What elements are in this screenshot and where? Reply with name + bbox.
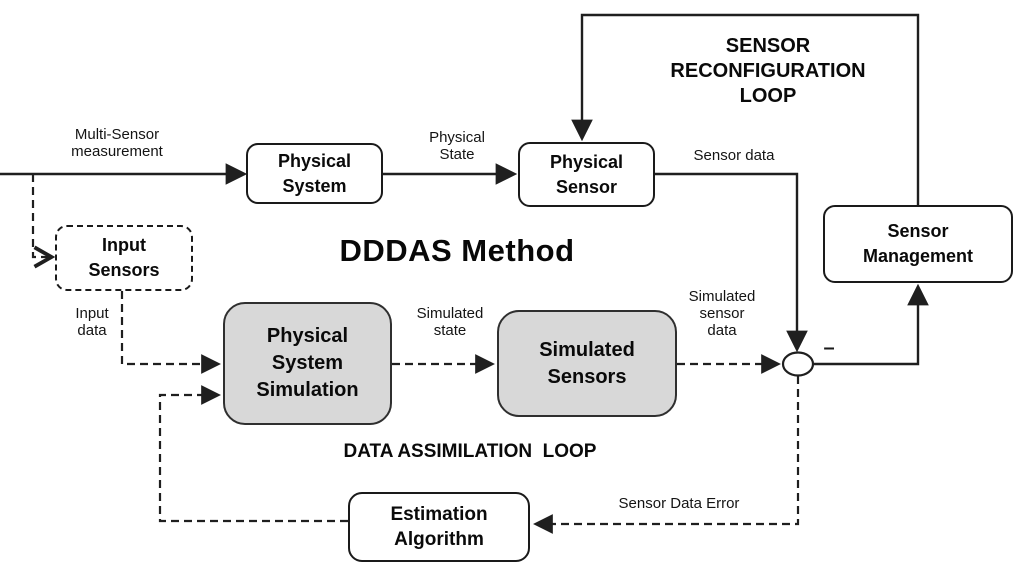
- label-physical-state: Physical State: [429, 129, 485, 163]
- node-physical-sensor: Physical Sensor: [518, 142, 655, 207]
- label-sensor-data-error: Sensor Data Error: [618, 495, 740, 512]
- node-physical-system-simulation: Physical System Simulation: [223, 302, 392, 425]
- label-simulated-sensor-data: Simulated sensor data: [688, 288, 756, 339]
- label-multi-sensor-measurement: Multi-Sensor measurement: [71, 126, 163, 160]
- edge-input-data-to-simulation: [120, 291, 221, 374]
- edge-measurement-to-input-sensors: [31, 174, 56, 269]
- label-simulated-state: Simulated state: [416, 305, 484, 339]
- edge-estimation-feedback-to-simulation: [158, 385, 348, 523]
- edge-junction-to-estimation-algorithm: [533, 376, 800, 534]
- label-sensor-data: Sensor data: [693, 147, 775, 164]
- label-input-data: Input data: [75, 305, 109, 339]
- sensor-reconfiguration-loop-label: SENSOR RECONFIGURATION LOOP: [670, 35, 866, 107]
- node-physical-system: Physical System: [246, 143, 383, 204]
- node-input-sensors: Input Sensors: [55, 225, 193, 291]
- node-sensor-management: Sensor Management: [823, 205, 1013, 283]
- edge-sensor-data-to-junction: [655, 172, 808, 353]
- edge-junction-to-sensor-management: [813, 283, 929, 366]
- edge-sensor-reconfiguration-loop: [571, 13, 920, 205]
- data-assimilation-loop-label: DATA ASSIMILATION LOOP: [343, 441, 597, 462]
- label-minus-sign: –: [823, 337, 835, 359]
- node-simulated-sensors: Simulated Sensors: [497, 310, 677, 417]
- summing-junction: [781, 351, 815, 377]
- node-estimation-algorithm: Estimation Algorithm: [348, 492, 530, 562]
- diagram-title: DDDAS Method: [339, 233, 575, 268]
